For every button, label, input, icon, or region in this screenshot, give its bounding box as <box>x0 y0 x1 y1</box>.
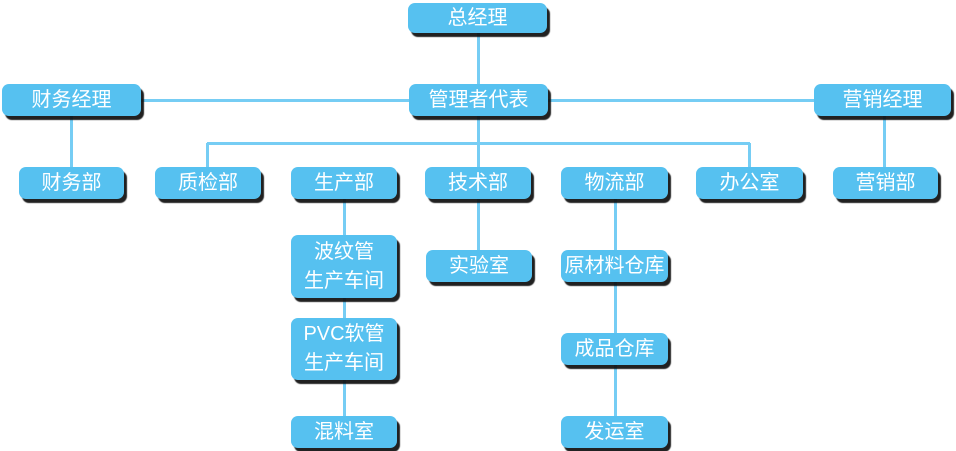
connector-line-horizontal <box>547 98 815 102</box>
org-node-pvc-hose-workshop: PVC软管 生产车间 <box>291 318 397 380</box>
connector-line-vertical <box>342 380 346 417</box>
org-node-label: PVC软管 生产车间 <box>303 323 385 374</box>
org-node-corrugated-pipe-workshop: 波纹管 生产车间 <box>291 235 397 298</box>
org-node-label: 营销部 <box>855 171 916 194</box>
org-node-label: 波纹管 生产车间 <box>304 240 384 292</box>
connector-line-vertical <box>476 199 480 251</box>
org-node-office: 办公室 <box>696 167 803 199</box>
connector-line-vertical <box>476 33 480 85</box>
org-node-label: 成品仓库 <box>574 337 655 360</box>
org-node-label: 混料室 <box>314 420 374 443</box>
connector-line-vertical <box>613 365 617 417</box>
org-node-label: 质检部 <box>178 171 238 194</box>
org-node-label: 营销经理 <box>842 88 923 111</box>
org-node-production-dept: 生产部 <box>291 167 397 199</box>
org-node-label: 财务部 <box>41 171 102 194</box>
org-node-label: 实验室 <box>449 254 509 277</box>
org-node-shipping-room: 发运室 <box>561 416 668 448</box>
org-node-finished-goods-warehouse: 成品仓库 <box>561 333 668 365</box>
org-node-marketing-dept: 营销部 <box>833 167 938 199</box>
org-node-label: 办公室 <box>719 171 780 194</box>
org-node-label: 财务经理 <box>31 88 112 111</box>
connector-line-vertical <box>747 143 751 168</box>
org-node-general-manager: 总经理 <box>408 3 547 33</box>
connector-line-vertical <box>342 297 346 319</box>
org-node-label: 物流部 <box>584 171 645 194</box>
org-node-label: 原材料仓库 <box>564 254 665 277</box>
org-node-label: 发运室 <box>584 420 645 443</box>
org-node-tech-dept: 技术部 <box>425 167 531 199</box>
org-node-label: 总经理 <box>447 6 508 29</box>
org-node-qc-dept: 质检部 <box>155 167 261 199</box>
connector-line-vertical <box>205 143 209 168</box>
org-node-mixing-room: 混料室 <box>291 416 397 448</box>
org-node-finance-dept: 财务部 <box>19 167 124 199</box>
org-node-label: 管理者代表 <box>428 88 529 111</box>
connector-line-vertical <box>69 116 73 168</box>
org-node-label: 生产部 <box>314 171 374 194</box>
connector-line-vertical <box>613 282 617 334</box>
org-node-laboratory: 实验室 <box>426 250 532 282</box>
connector-line-vertical <box>613 199 617 251</box>
connector-line-horizontal <box>141 98 410 102</box>
org-node-label: 技术部 <box>448 171 508 194</box>
org-node-finance-manager: 财务经理 <box>2 84 141 116</box>
org-node-management-rep: 管理者代表 <box>409 84 548 116</box>
connector-line-vertical <box>882 116 886 168</box>
org-node-logistics-dept: 物流部 <box>561 167 668 199</box>
org-node-marketing-manager: 营销经理 <box>814 84 951 116</box>
connector-line-horizontal <box>207 141 750 145</box>
org-node-raw-material-warehouse: 原材料仓库 <box>561 250 668 282</box>
connector-line-vertical <box>342 199 346 236</box>
